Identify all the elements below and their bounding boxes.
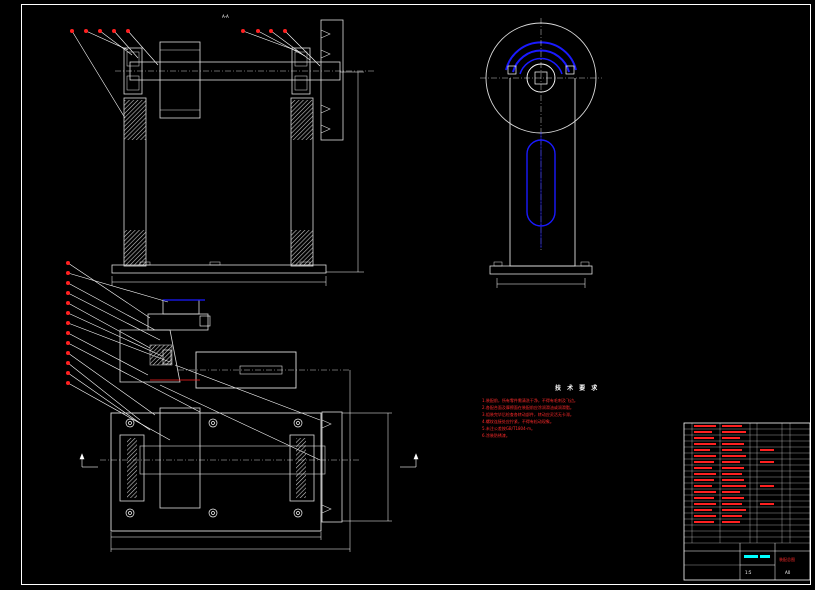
front-view-leaders bbox=[71, 30, 321, 119]
section-mark-label: A-A bbox=[222, 14, 229, 19]
tech-note-2: 2.各配合面及摩擦面在装配前应涂润滑油或润滑脂。 bbox=[482, 404, 574, 410]
technical-requirements: 技 术 要 求 1.装配前，所有零件需清洗干净，不得有毛刺及飞边。 2.各配合面… bbox=[482, 384, 599, 438]
plan-view-leaders bbox=[67, 262, 321, 461]
title-block: 装配总图 1:5 A0 bbox=[683, 422, 811, 581]
drawing-name: 装配总图 bbox=[779, 556, 795, 562]
tech-note-4: 4.螺纹连接处应拧紧，不得有松动现象。 bbox=[482, 418, 554, 424]
front-view-balloons bbox=[70, 29, 287, 33]
parts-list-grid bbox=[684, 423, 810, 544]
tech-note-1: 1.装配前，所有零件需清洗干净，不得有毛刺及飞边。 bbox=[482, 397, 578, 403]
plan-view-bolts bbox=[125, 418, 303, 518]
tech-title: 技 术 要 求 bbox=[555, 384, 599, 392]
section-arrows bbox=[79, 453, 419, 468]
side-view bbox=[480, 18, 602, 288]
drawing-frame bbox=[21, 4, 811, 585]
plan-view-balloons bbox=[66, 261, 70, 385]
tech-note-6: 6.涂装防锈漆。 bbox=[482, 432, 510, 438]
tech-note-5: 5.未注公差按GB/T1804-m。 bbox=[482, 425, 535, 431]
front-view: A-A bbox=[70, 14, 375, 286]
parts-list-entries bbox=[694, 425, 774, 523]
drawing-sheet: A0 bbox=[785, 570, 791, 575]
drawing-scale: 1:5 bbox=[745, 570, 752, 575]
plan-view bbox=[66, 261, 419, 552]
tech-note-3: 3.组装完毕后检查各转动部件，转动应灵活无卡滞。 bbox=[482, 411, 574, 417]
